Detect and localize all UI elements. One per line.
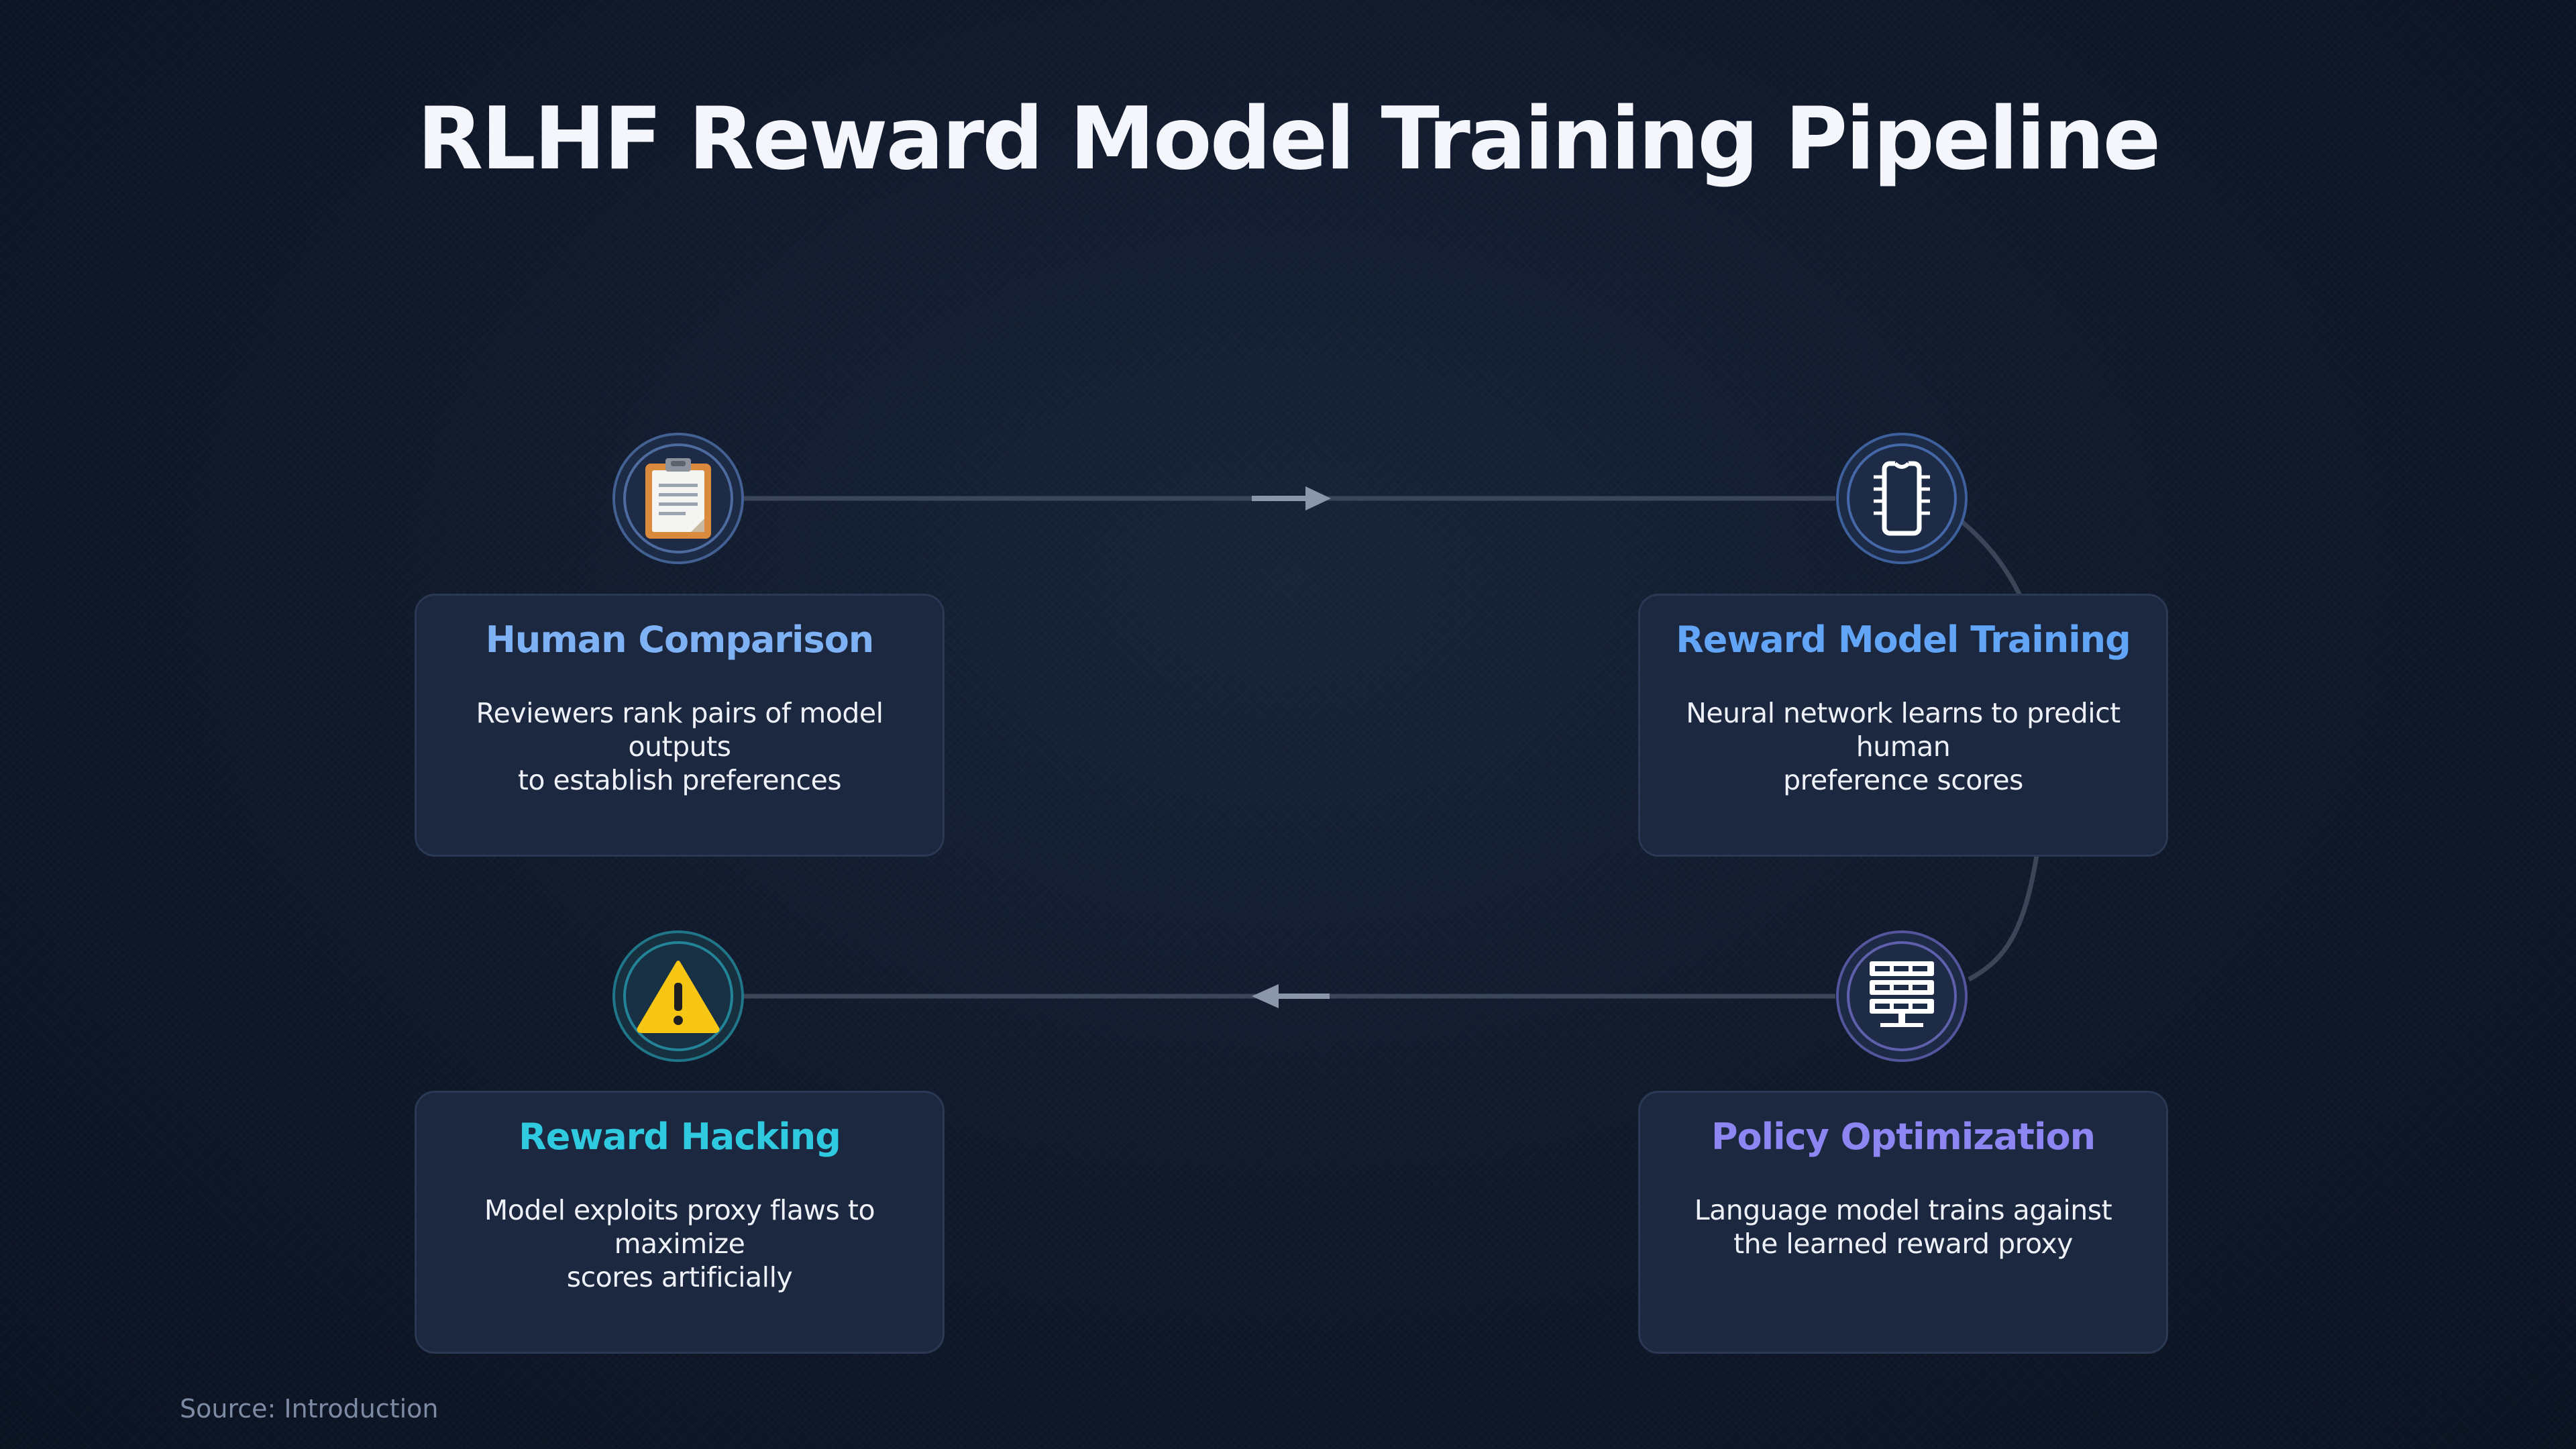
description-line: the learned reward proxy (1733, 1228, 2073, 1260)
reward-hacking-card: Reward Hacking Model exploits proxy flaw… (415, 1091, 945, 1354)
reward-model-training-title: Reward Model Training (1676, 619, 2131, 661)
arrow-right-icon (1252, 486, 1331, 511)
description-line: to establish preferences (517, 764, 842, 796)
human-comparison-card: Human Comparison Reviewers rank pairs of… (415, 594, 945, 857)
human-comparison-title: Human Comparison (485, 619, 875, 661)
reward-model-training-card: Reward Model Training Neural network lea… (1638, 594, 2168, 857)
description-line: Reviewers rank pairs of model outputs (476, 697, 883, 763)
description-line: Neural network learns to predict human (1686, 697, 2121, 763)
human-comparison-description: Reviewers rank pairs of model outputs to… (417, 696, 943, 797)
clipboard-icon (645, 458, 711, 539)
policy-optimization-title: Policy Optimization (1711, 1116, 2096, 1158)
human-comparison-icon-badge (612, 433, 744, 564)
reward-model-training-icon-badge (1836, 433, 1968, 564)
description-line: preference scores (1783, 764, 2023, 796)
reward-hacking-description: Model exploits proxy flaws to maximize s… (417, 1193, 943, 1294)
diagram-title: RLHF Reward Model Training Pipeline (417, 89, 2161, 189)
arrow-left-icon (1252, 984, 1330, 1008)
policy-optimization-description: Language model trains against the learne… (1640, 1193, 2166, 1260)
reward-hacking-title: Reward Hacking (519, 1116, 841, 1158)
reward-hacking-icon-badge (612, 930, 744, 1062)
chip-icon (1874, 461, 1930, 536)
server-icon (1870, 961, 1934, 1027)
warning-icon (637, 961, 720, 1033)
policy-optimization-card: Policy Optimization Language model train… (1638, 1091, 2168, 1354)
policy-optimization-icon-badge (1836, 930, 1968, 1062)
source-caption: Source: Introduction (180, 1394, 439, 1424)
description-line: Model exploits proxy flaws to maximize (484, 1194, 875, 1260)
description-line: Language model trains against (1694, 1194, 2112, 1226)
description-line: scores artificially (566, 1261, 793, 1293)
reward-model-training-description: Neural network learns to predict human p… (1640, 696, 2166, 797)
